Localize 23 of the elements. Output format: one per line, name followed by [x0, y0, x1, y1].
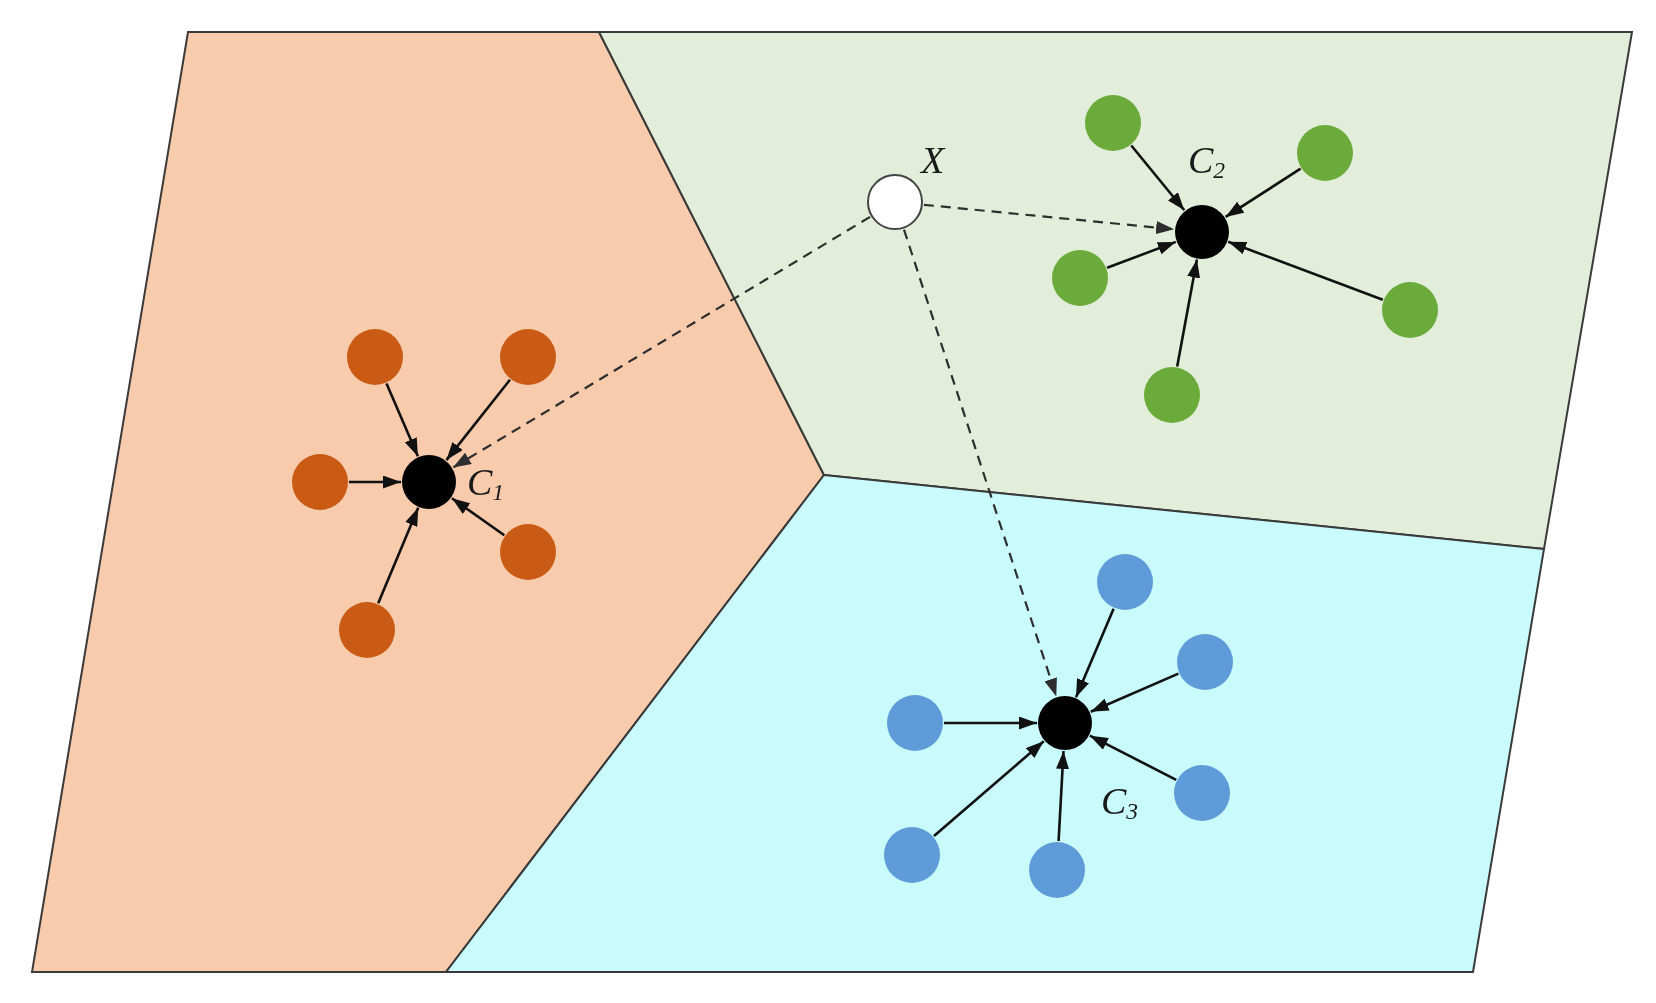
arrow: [445, 378, 511, 461]
arrow: [451, 497, 506, 537]
centroid-label: C$_{2}$: [1188, 141, 1226, 183]
arrow: [1090, 672, 1179, 713]
arrow: [385, 383, 420, 457]
centroid-label: C$_{1}$: [467, 463, 505, 505]
arrow: [1175, 259, 1201, 367]
arrow: [377, 507, 420, 604]
arrow: [1089, 734, 1177, 781]
dashed-arrow: [923, 203, 1175, 234]
arrow: [1106, 240, 1177, 269]
centroid-label: C$_{3}$: [1101, 782, 1139, 824]
arrow: [1224, 167, 1302, 218]
dashed-arrow: [902, 229, 1058, 697]
arrow: [933, 740, 1045, 838]
dashed-arrow: [452, 215, 871, 469]
point-label: X: [921, 141, 945, 179]
arrow: [944, 716, 1037, 730]
arrow: [1056, 750, 1069, 842]
arrow: [1227, 240, 1384, 301]
arrow: [1130, 144, 1186, 212]
arrow: [349, 475, 401, 489]
arrow: [1074, 608, 1115, 698]
